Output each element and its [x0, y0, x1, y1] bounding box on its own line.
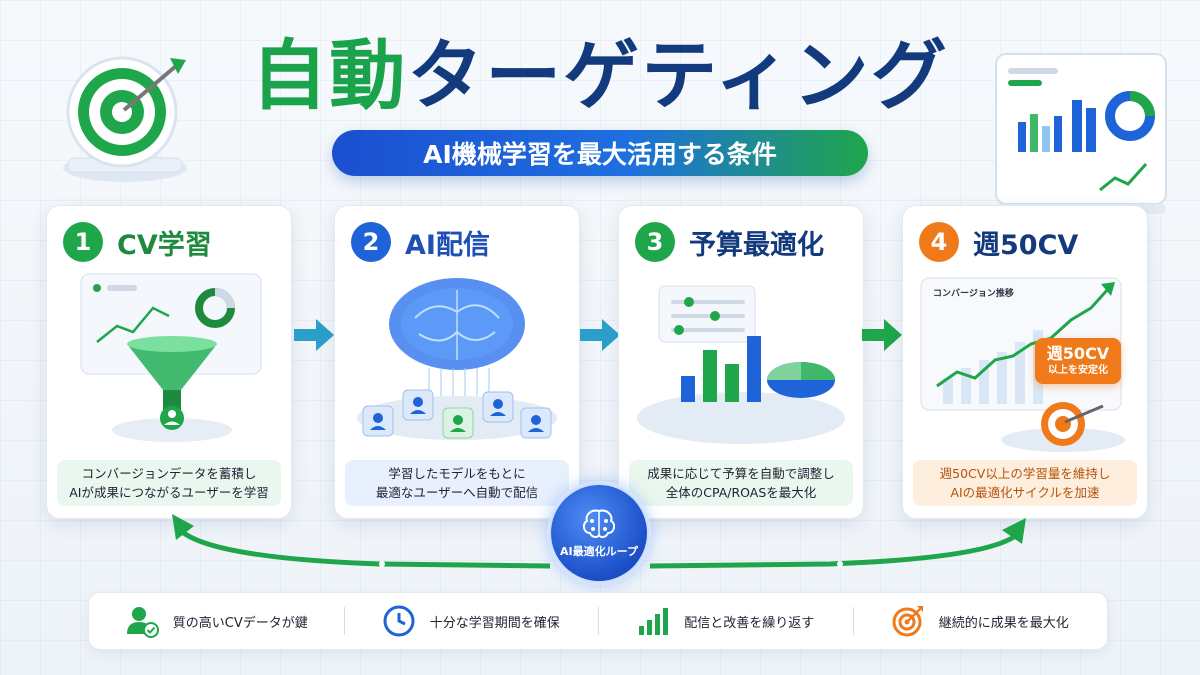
cv-goal-badge: 週50CV 以上を安定化: [1035, 338, 1121, 384]
step-title: 週50CV: [973, 229, 1079, 261]
title-part-navy: ターゲティング: [407, 31, 949, 120]
step-number: 1: [63, 222, 103, 262]
key-point: 配信と改善を繰り返す: [598, 593, 853, 649]
step-card-weekly-cv: 4 週50CV コンバージョン推移 週50CV: [902, 205, 1148, 519]
clock-icon: [383, 605, 415, 637]
caption-line: AIの最適化サイクルを加速: [950, 485, 1100, 500]
target-icon: [892, 606, 923, 637]
step-caption: コンバージョンデータを蓄積し AIが成果につながるユーザーを学習: [57, 460, 281, 506]
page-title: 自動ターゲティング: [220, 30, 980, 122]
step-card-budget-optimization: 3 予算最適化 成果に応じて予算を自動で調整し 全体のCPA/ROASを最大化: [618, 205, 864, 519]
caption-line: コンバージョンデータを蓄積し: [81, 466, 257, 481]
loop-label: AI最適化ループ: [560, 545, 638, 558]
arrow-right-icon: [862, 319, 902, 351]
conversion-trend-panel: コンバージョン推移 週50CV 以上を安定化: [913, 268, 1137, 458]
step-caption: 週50CV以上の学習量を維持し AIの最適化サイクルを加速: [913, 460, 1137, 506]
caption-line: 最適なユーザーへ自動で配信: [375, 485, 539, 500]
arrow-right-icon: [580, 319, 620, 351]
key-point-text: 配信と改善を繰り返す: [684, 615, 815, 631]
key-point-text: 十分な学習期間を確保: [429, 615, 560, 631]
step-title: AI配信: [405, 229, 490, 261]
dashboard-illustration-icon: [995, 53, 1167, 214]
step-number: 4: [919, 222, 959, 262]
arrow-right-icon: [294, 319, 334, 351]
caption-line: 週50CV以上の学習量を維持し: [939, 466, 1111, 481]
subtitle-banner: AI機械学習を最大活用する条件: [332, 130, 868, 176]
brain-icon: [582, 509, 616, 539]
key-point-text: 継続的に成果を最大化: [938, 615, 1069, 631]
bar-chart-icon: [639, 608, 669, 635]
step-title: CV学習: [117, 229, 212, 261]
key-point-text: 質の高いCVデータが鍵: [172, 615, 308, 631]
budget-chart-icon: [637, 285, 845, 444]
caption-line: 成果に応じて予算を自動で調整し: [647, 466, 835, 481]
title-part-green: 自動: [251, 31, 408, 120]
step-caption: 成果に応じて予算を自動で調整し 全体のCPA/ROASを最大化: [629, 460, 853, 506]
funnel-icon: [80, 273, 262, 442]
optimization-loop-arrow: [172, 514, 1026, 569]
target-illustration-icon: [63, 56, 187, 182]
key-point: 継続的に成果を最大化: [852, 593, 1108, 649]
caption-line: AIが成果につながるユーザーを学習: [69, 485, 269, 500]
ai-loop-badge: AI最適化ループ: [551, 485, 647, 581]
key-point: 質の高いCVデータが鍵: [89, 593, 344, 649]
step-number: 3: [635, 222, 675, 262]
badge-main: 週50CV: [1046, 344, 1110, 363]
badge-sub: 以上を安定化: [1048, 365, 1108, 376]
key-point: 十分な学習期間を確保: [343, 593, 599, 649]
ai-brain-icon: [357, 278, 557, 440]
step-card-cv-learning: 1 CV学習 コンバージョンデータを蓄積し AIが成果につながるユーザーを学習: [46, 205, 292, 519]
chart-label: コンバージョン推移: [933, 289, 1014, 299]
key-points-bar: 質の高いCVデータが鍵 十分な学習期間を確保 配信と改善を繰り返す: [88, 592, 1108, 650]
caption-line: 学習したモデルをもとに: [388, 466, 526, 481]
step-card-ai-delivery: 2 AI配信 学習したモデルを: [334, 205, 580, 519]
user-check-icon: [126, 607, 159, 638]
step-title: 予算最適化: [689, 229, 824, 261]
step-caption: 学習したモデルをもとに 最適なユーザーへ自動で配信: [345, 460, 569, 506]
caption-line: 全体のCPA/ROASを最大化: [665, 485, 817, 500]
step-number: 2: [351, 222, 391, 262]
